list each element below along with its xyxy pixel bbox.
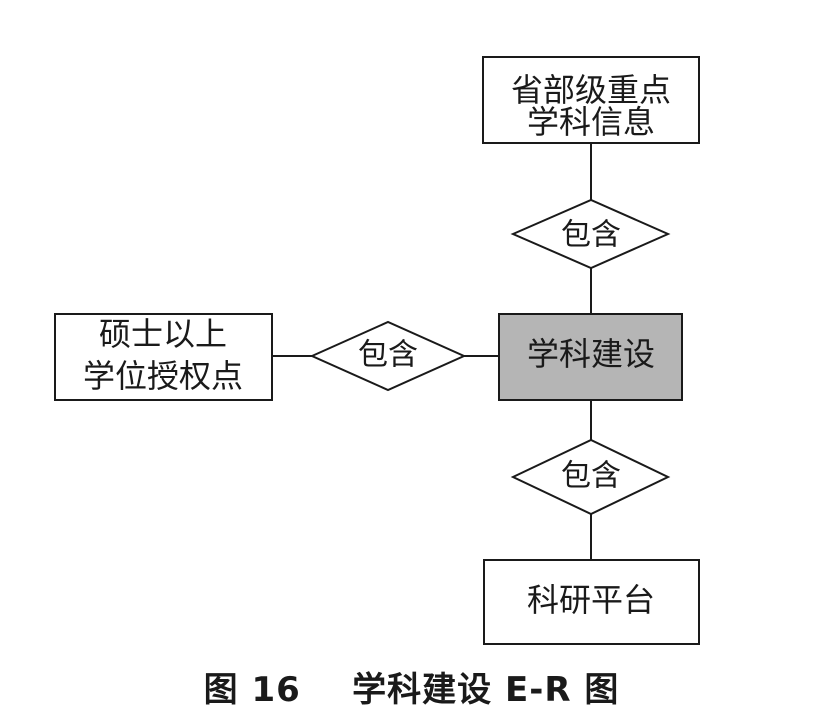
- relation-bottom-label: 包含: [561, 459, 621, 494]
- entity-master-degree-points-line2: 学位授权点: [83, 357, 243, 395]
- entity-key-discipline-info-line2: 学科信息: [527, 103, 655, 141]
- entity-master-degree-points: 硕士以上 学位授权点: [54, 313, 273, 401]
- entity-key-discipline-info-line1: 省部级重点: [511, 71, 671, 109]
- entity-research-platform: 科研平台: [483, 559, 700, 645]
- relation-top: 包含: [510, 198, 671, 270]
- relation-left: 包含: [309, 320, 467, 392]
- entity-discipline-construction: 学科建设: [498, 313, 683, 401]
- entity-master-degree-points-line1: 硕士以上: [99, 315, 227, 353]
- relation-left-label: 包含: [358, 338, 418, 373]
- entity-key-discipline-info: 省部级重点 学科信息: [482, 56, 700, 144]
- relation-bottom: 包含: [510, 438, 671, 516]
- entity-research-platform-label: 科研平台: [527, 581, 655, 619]
- entity-discipline-construction-label: 学科建设: [527, 335, 655, 373]
- relation-top-label: 包含: [561, 218, 621, 253]
- figure-caption: 图 16 学科建设 E-R 图: [203, 670, 620, 710]
